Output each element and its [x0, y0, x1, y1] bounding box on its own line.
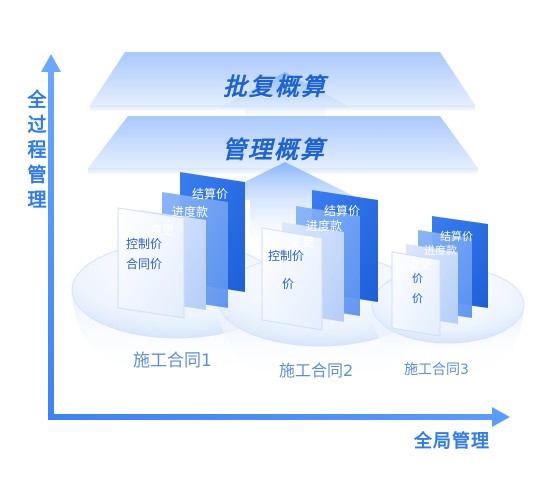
card-control-price: [117, 207, 185, 319]
flow-arrow-upper: [218, 72, 352, 125]
label-settlement: 结算价: [192, 186, 228, 201]
label-control-price: 控制价: [268, 249, 304, 263]
label-control-price: 价: [412, 272, 423, 285]
label-change: 变更: [290, 234, 314, 249]
contract-name-2: 施工合同2: [279, 361, 353, 380]
horizontal-axis-label: 全局管理: [414, 431, 490, 452]
horizontal-axis-arrow-icon: [492, 407, 510, 427]
card-stack-1: 结算价 进度款 变更 控制价 合同价: [117, 172, 245, 319]
vertical-axis-label: 全过程管理: [27, 89, 47, 211]
label-contract-price: 合同价: [126, 256, 162, 271]
contract-name-1: 施工合同1: [133, 351, 212, 371]
label-progress: 进度款: [424, 243, 457, 257]
label-progress: 进度款: [172, 204, 208, 219]
label-change: 变更: [410, 257, 432, 271]
label-contract-price: 价: [282, 277, 294, 291]
horizontal-axis: [48, 414, 494, 420]
label-settlement: 结算价: [440, 229, 473, 243]
vertical-axis-arrow-icon: [41, 54, 61, 72]
flow-arrow-lower: [208, 162, 362, 245]
label-change: 变更: [150, 222, 174, 237]
card-control-price: [391, 251, 441, 337]
axes: [41, 54, 510, 427]
approved-estimate-title: 批复概算: [223, 73, 327, 101]
card-control-price: [261, 227, 323, 331]
card-stack-2: 结算价 进度款 变更 控制价 价: [261, 190, 378, 331]
contract-name-3: 施工合同3: [404, 362, 469, 378]
label-control-price: 控制价: [126, 237, 162, 251]
label-contract-price: 价: [412, 292, 423, 305]
label-settlement: 结算价: [324, 203, 360, 218]
label-progress: 进度款: [306, 218, 342, 233]
card-stack-3: 结算价 进度款 变更 价 价: [391, 216, 488, 337]
vertical-axis: [48, 68, 54, 420]
managed-estimate-title: 管理概算: [222, 136, 326, 164]
